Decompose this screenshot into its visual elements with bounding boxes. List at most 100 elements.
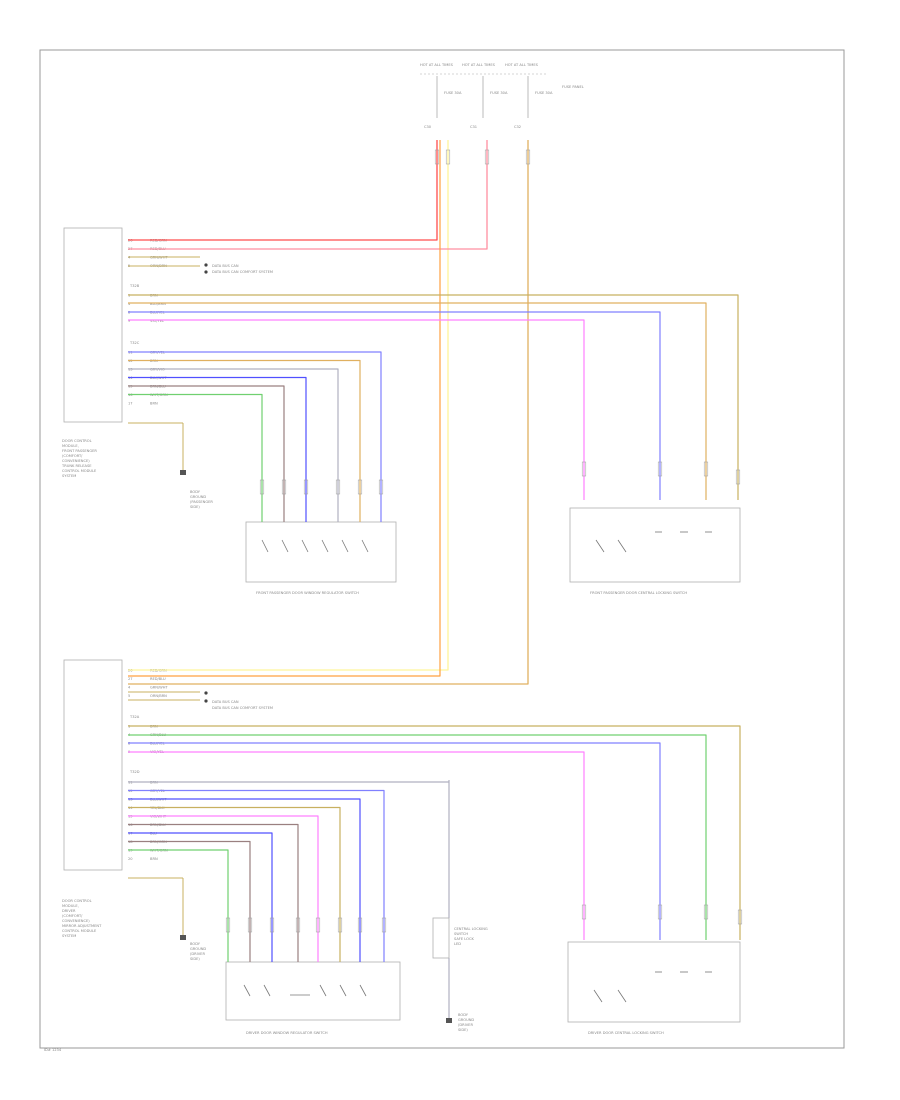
wire-fuse2-red — [128, 140, 488, 250]
lower-ground-label-line-3: SIDE) — [190, 957, 200, 961]
upper-can-label: DATA BUS CAN COMFORT SYSTEM — [212, 270, 273, 274]
upper-lock-switch-label: FRONT PASSENGER DOOR CENTRAL LOCKING SWI… — [590, 591, 687, 595]
connector-mark-23 — [657, 904, 663, 920]
upper-can-terminal-2 — [204, 270, 208, 274]
fuse-panel-label: FUSE PANEL — [562, 85, 584, 89]
lower-can-terminal-2 — [204, 699, 208, 703]
fuse-top-label-3: HOT AT ALL TIMES — [505, 63, 539, 67]
wire-upper-lock-4 — [128, 319, 585, 500]
lower-ground-symbol — [180, 935, 186, 940]
lower-power-pin-4-color: GRN/WHT — [150, 686, 168, 690]
upper-ground-label-line-0: BODY — [190, 490, 201, 494]
wire-lower-window-8 — [128, 849, 229, 962]
connector-mark-4 — [259, 479, 265, 495]
fuse-top-label-2: HOT AT ALL TIMES — [462, 63, 496, 67]
lower-mid-switch-box — [432, 917, 450, 959]
wire-fuse3-tan — [128, 140, 529, 685]
lower-mid-ground-label-line-2: (DRIVER — [458, 1023, 473, 1027]
connector-mark-12 — [703, 461, 709, 477]
upper-module-label-line-4: CONVENIENCE) — [62, 459, 90, 463]
connector-mark-10 — [581, 461, 587, 477]
lower-mid-switch-label-line-1: SWITCH — [454, 932, 468, 936]
lower-module-label-line-7: SYSTEM — [62, 934, 76, 938]
lower-ground-label-line-0: BODY — [190, 942, 201, 946]
lower-lock-switch-label: DRIVER DOOR CENTRAL LOCKING SWITCH — [588, 1031, 664, 1035]
lower-power-pin-5-num: 5 — [128, 694, 130, 698]
connector-mark-7 — [335, 479, 341, 495]
lower-window-pin-20-num: 20 — [128, 857, 133, 861]
wire-fuse1-yellow — [128, 140, 449, 671]
upper-lock-switch-box — [569, 507, 741, 583]
connector-mark-3 — [525, 149, 531, 165]
lower-module: T32A T32D DOOR CONTROLMODULE,DRIVER(COMF… — [62, 659, 741, 1035]
wire-fuse1-orange2 — [128, 140, 441, 677]
lower-power-pin-27-num: 27 — [128, 677, 133, 681]
wire-upper-window-5 — [128, 393, 263, 522]
upper-window-pin-17-color: BRN — [150, 402, 158, 406]
wire-upper-window-2 — [128, 368, 339, 522]
lower-module-label-line-0: DOOR CONTROL — [62, 899, 92, 903]
lower-power-pin-5-color: ORN/BRN — [150, 694, 167, 698]
lower-module-label-line-4: CONVENIENCE) — [62, 919, 90, 923]
lower-power-pin-4-num: 4 — [128, 686, 131, 690]
fuse-top-label-1: HOT AT ALL TIMES — [420, 63, 454, 67]
upper-module-label-line-3: (COMFORT/ — [62, 454, 83, 458]
wire-lower-window-5 — [128, 823, 299, 962]
connector-mark-9 — [378, 479, 384, 495]
upper-module-connector-2: T32C — [129, 341, 140, 345]
lower-module-connector-2: T32D — [129, 770, 140, 774]
upper-module-label-line-0: DOOR CONTROL — [62, 439, 92, 443]
upper-lock-pin-4-color: BLU/BRN — [150, 302, 166, 306]
connector-mark-14 — [225, 917, 231, 933]
fuse-block: HOT AT ALL TIMES HOT AT ALL TIMES HOT AT… — [420, 63, 584, 129]
upper-window-switch-label: FRONT PASSENGER DOOR WINDOW REGULATOR SW… — [256, 591, 359, 595]
lower-module-label-line-1: MODULE, — [62, 904, 79, 908]
fuse-label-3: FUSE 30A — [535, 91, 553, 95]
lower-module-connector-1: T32A — [129, 715, 140, 719]
connector-mark-6 — [303, 479, 309, 495]
fuse-label-1: FUSE 30A — [444, 91, 462, 95]
lower-window-switch-label: DRIVER DOOR WINDOW REGULATOR SWITCH — [246, 1031, 328, 1035]
upper-window-switch-box — [245, 521, 397, 583]
lower-can-label: DATA BUS CAN COMFORT SYSTEM — [212, 706, 273, 710]
wire-lower-lock-4 — [128, 751, 585, 940]
lower-module-box — [63, 659, 123, 871]
lower-power-pin-27-color: RED/BLU — [150, 677, 166, 681]
upper-lock-pin-4-num: 4 — [128, 302, 131, 306]
wire-lower-lock-3 — [128, 742, 661, 940]
lower-lock-switch-box — [567, 941, 741, 1023]
upper-can-label-1: DATA BUS CAN — [212, 264, 239, 268]
lower-window-switch-contacts — [243, 984, 367, 997]
lower-mid-ground-symbol — [446, 1018, 452, 1023]
wire-upper-window-4 — [128, 385, 285, 522]
upper-ground-label-line-3: SIDE) — [190, 505, 200, 509]
upper-lock-pin-9-color: VIO/YEL — [150, 319, 164, 323]
fuse-pin-2: C31 — [470, 125, 477, 129]
connector-mark-13 — [735, 469, 741, 485]
wire-lower-window-1 — [128, 789, 385, 962]
upper-can-terminal-1 — [204, 263, 208, 267]
lower-mid-ground-label-line-1: GROUND — [458, 1018, 474, 1022]
upper-module-label-line-1: MODULE, — [62, 444, 79, 448]
lower-mid-ground-label-line-0: BODY — [458, 1013, 469, 1017]
wire-lower-lock-1 — [128, 725, 741, 940]
lower-module-label: DOOR CONTROLMODULE,DRIVER(COMFORT/CONVEN… — [62, 899, 102, 938]
upper-ground-label-line-1: GROUND — [190, 495, 206, 499]
connector-mark-2 — [484, 149, 490, 165]
lower-can-label-1: DATA BUS CAN — [212, 700, 239, 704]
lower-window-switch-box — [225, 961, 401, 1021]
fuse-label-2: FUSE 30A — [490, 91, 508, 95]
wire-upper-lock-2 — [128, 302, 707, 500]
wire-fuse1-orange — [128, 140, 438, 241]
connector-mark-25 — [737, 909, 743, 925]
upper-ground-symbol — [180, 470, 186, 475]
upper-module-label-line-7: SYSTEM — [62, 474, 76, 478]
connector-mark-24 — [703, 904, 709, 920]
